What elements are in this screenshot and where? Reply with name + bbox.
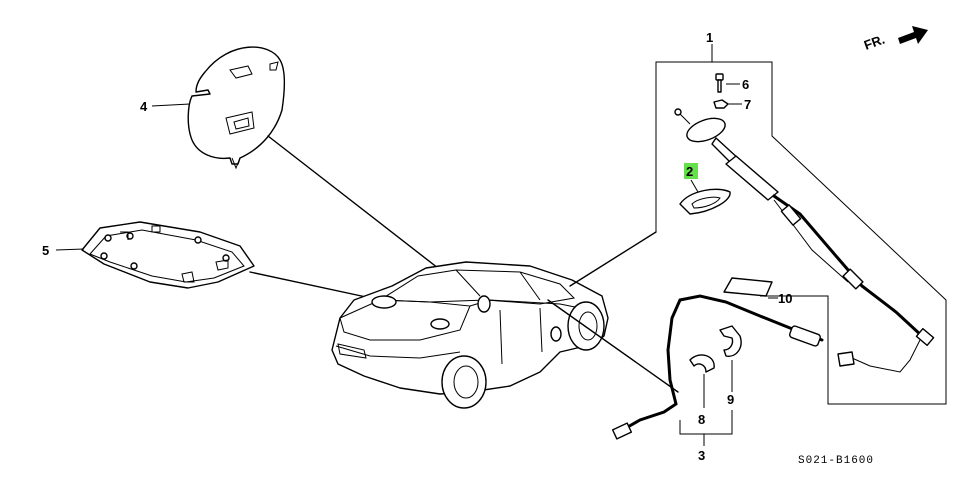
callout-2: 2 bbox=[686, 164, 693, 179]
callout-5: 5 bbox=[42, 243, 49, 258]
part-5-base-plate[interactable] bbox=[81, 221, 255, 289]
part-8-clip[interactable] bbox=[689, 354, 715, 373]
callout-6: 6 bbox=[742, 77, 749, 92]
callout-4: 4 bbox=[140, 99, 148, 114]
assembly-1-bracket bbox=[655, 44, 947, 405]
part-10-pad[interactable] bbox=[723, 277, 773, 297]
callout-10: 10 bbox=[778, 291, 792, 306]
part-6-screw[interactable] bbox=[715, 73, 724, 93]
car-illustration bbox=[331, 261, 609, 409]
callout-2-highlight bbox=[684, 163, 698, 179]
part-9-holder[interactable] bbox=[719, 325, 742, 357]
callout-1: 1 bbox=[706, 30, 713, 45]
callout-7: 7 bbox=[744, 97, 751, 112]
front-direction-indicator: FR. bbox=[862, 26, 928, 53]
part-3-feeder-cable[interactable] bbox=[611, 294, 824, 440]
callout-3: 3 bbox=[698, 448, 705, 463]
callout-9: 9 bbox=[727, 392, 734, 407]
part-1-antenna-assembly[interactable] bbox=[674, 108, 935, 373]
part-7-nut[interactable] bbox=[713, 99, 729, 109]
diagram-code: S021-B1600 bbox=[798, 455, 874, 467]
part-4-cover-plate[interactable] bbox=[187, 46, 286, 170]
front-arrow-icon bbox=[898, 26, 928, 44]
callout-8: 8 bbox=[698, 412, 705, 427]
front-direction-label: FR. bbox=[862, 32, 887, 53]
part-2-gasket[interactable] bbox=[679, 188, 731, 215]
